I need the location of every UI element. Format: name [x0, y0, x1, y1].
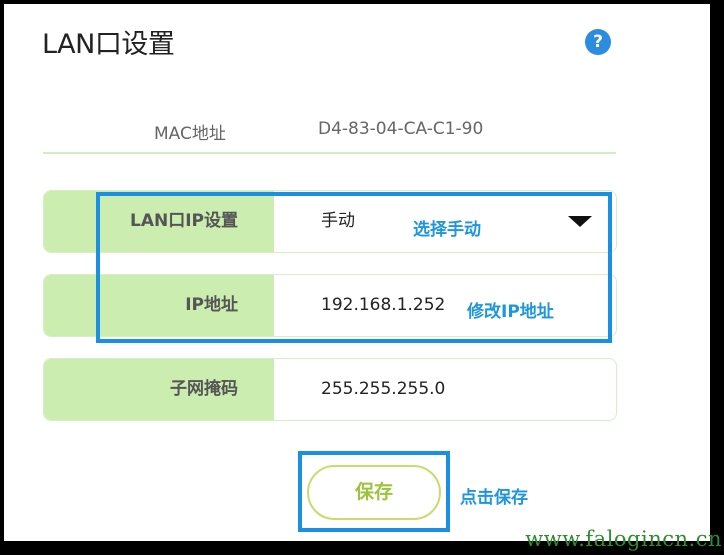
lan-ip-mode-label-cell: LAN口IP设置 [44, 191, 274, 252]
subnet-mask-label: 子网掩码 [170, 379, 238, 399]
page-title: LAN口设置 [42, 29, 175, 60]
annotation-select-manual: 选择手动 [413, 220, 481, 240]
ip-address-label-cell: IP地址 [44, 275, 274, 336]
ip-address-input[interactable]: 192.168.1.252 [321, 295, 446, 315]
ip-address-row: IP地址 192.168.1.252 [43, 274, 617, 337]
annotation-modify-ip: 修改IP地址 [467, 302, 554, 322]
caret-down-icon[interactable] [568, 216, 592, 227]
watermark: www.falogincn.cn [525, 527, 722, 551]
annotation-click-save: 点击保存 [460, 488, 528, 508]
help-icon[interactable]: ? [585, 29, 611, 55]
divider [43, 152, 616, 154]
lan-ip-mode-row: LAN口IP设置 手动 [43, 190, 617, 253]
ip-address-label: IP地址 [185, 295, 238, 315]
subnet-mask-input[interactable]: 255.255.255.0 [321, 379, 446, 399]
mac-address-label: MAC地址 [154, 124, 226, 144]
subnet-mask-row: 子网掩码 255.255.255.0 [43, 358, 617, 421]
lan-ip-mode-label: LAN口IP设置 [129, 211, 238, 231]
lan-settings-panel [4, 4, 710, 541]
subnet-mask-label-cell: 子网掩码 [44, 359, 274, 420]
save-button[interactable]: 保存 [307, 465, 441, 520]
mac-address-value: D4-83-04-CA-C1-90 [318, 119, 484, 139]
lan-ip-mode-select[interactable]: 手动 [321, 211, 355, 231]
